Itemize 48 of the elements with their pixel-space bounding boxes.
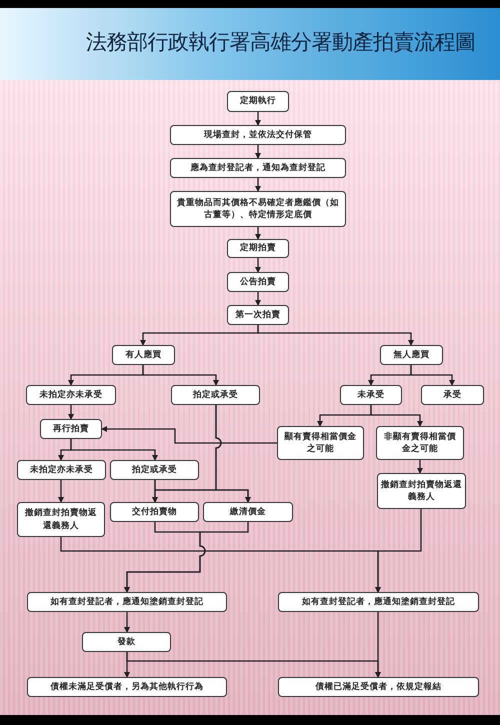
process-box: 撤銷查封拍賣物返還義務人 [17,502,105,537]
process-box: 無人應買 [380,345,443,365]
process-box: 未拍定亦未承受 [26,385,116,405]
arrow [417,460,423,474]
arrow [154,480,251,503]
process-box: 顯有賣得相當價金之可能 [277,426,364,460]
process-box: 債權已滿足受償者，依規定報結 [278,677,479,697]
arrow [375,509,422,593]
process-box: 再行拍賣 [40,419,102,439]
process-box: 債權未滿足受償者，另為其他執行行為 [27,677,227,697]
arrow [70,439,158,461]
process-box: 定期拍賣 [227,239,289,258]
arrow [255,178,261,192]
process-box: 現場查封，並依法交付保管 [170,125,346,145]
arrow [370,405,423,427]
arrow [255,227,261,240]
arrow [255,145,261,159]
arrow [124,612,130,633]
arrow [124,522,249,593]
arrow [255,292,261,306]
process-box: 拍定或承受 [171,385,260,405]
process-box: 如有查封登記者，應通知塗銷查封登記 [27,592,227,612]
process-box: 未拍定亦未承受 [17,460,106,480]
process-box: 貴重物品而其價格不易確定者應鑑價（如古董等）、特定情形定底價 [170,191,346,227]
arrow [142,365,219,386]
arrow [257,325,414,346]
process-box: 如有查封登記者，應通知塗銷查封登記 [278,592,479,612]
title: 法務部行政執行署高雄分署動產拍賣流程圖 [86,29,476,56]
process-box: 承受 [421,385,484,405]
process-box: 有人應買 [112,345,175,365]
arrow [410,365,455,386]
arrow [255,258,261,273]
process-box: 交付拍賣物 [110,502,199,522]
process-box: 未承受 [340,385,402,405]
process-box: 定期執行 [227,91,289,112]
arrow [101,426,277,444]
arrow [58,480,64,503]
process-box: 應為查封登記者，通知為查封登記 [170,158,346,178]
arrow [126,652,381,678]
process-box: 第一次拍賣 [227,305,289,325]
process-box: 拍定或承受 [110,460,199,480]
arrow [255,112,261,126]
process-box: 撤銷查封拍賣物返還義務人 [377,473,466,509]
arrow [68,405,74,420]
process-box: 非顯有賣得相當價金之可能 [376,426,464,460]
process-box: 公告拍賣 [227,272,289,292]
process-box: 發款 [82,632,171,652]
process-box: 繳清價金 [203,502,293,522]
